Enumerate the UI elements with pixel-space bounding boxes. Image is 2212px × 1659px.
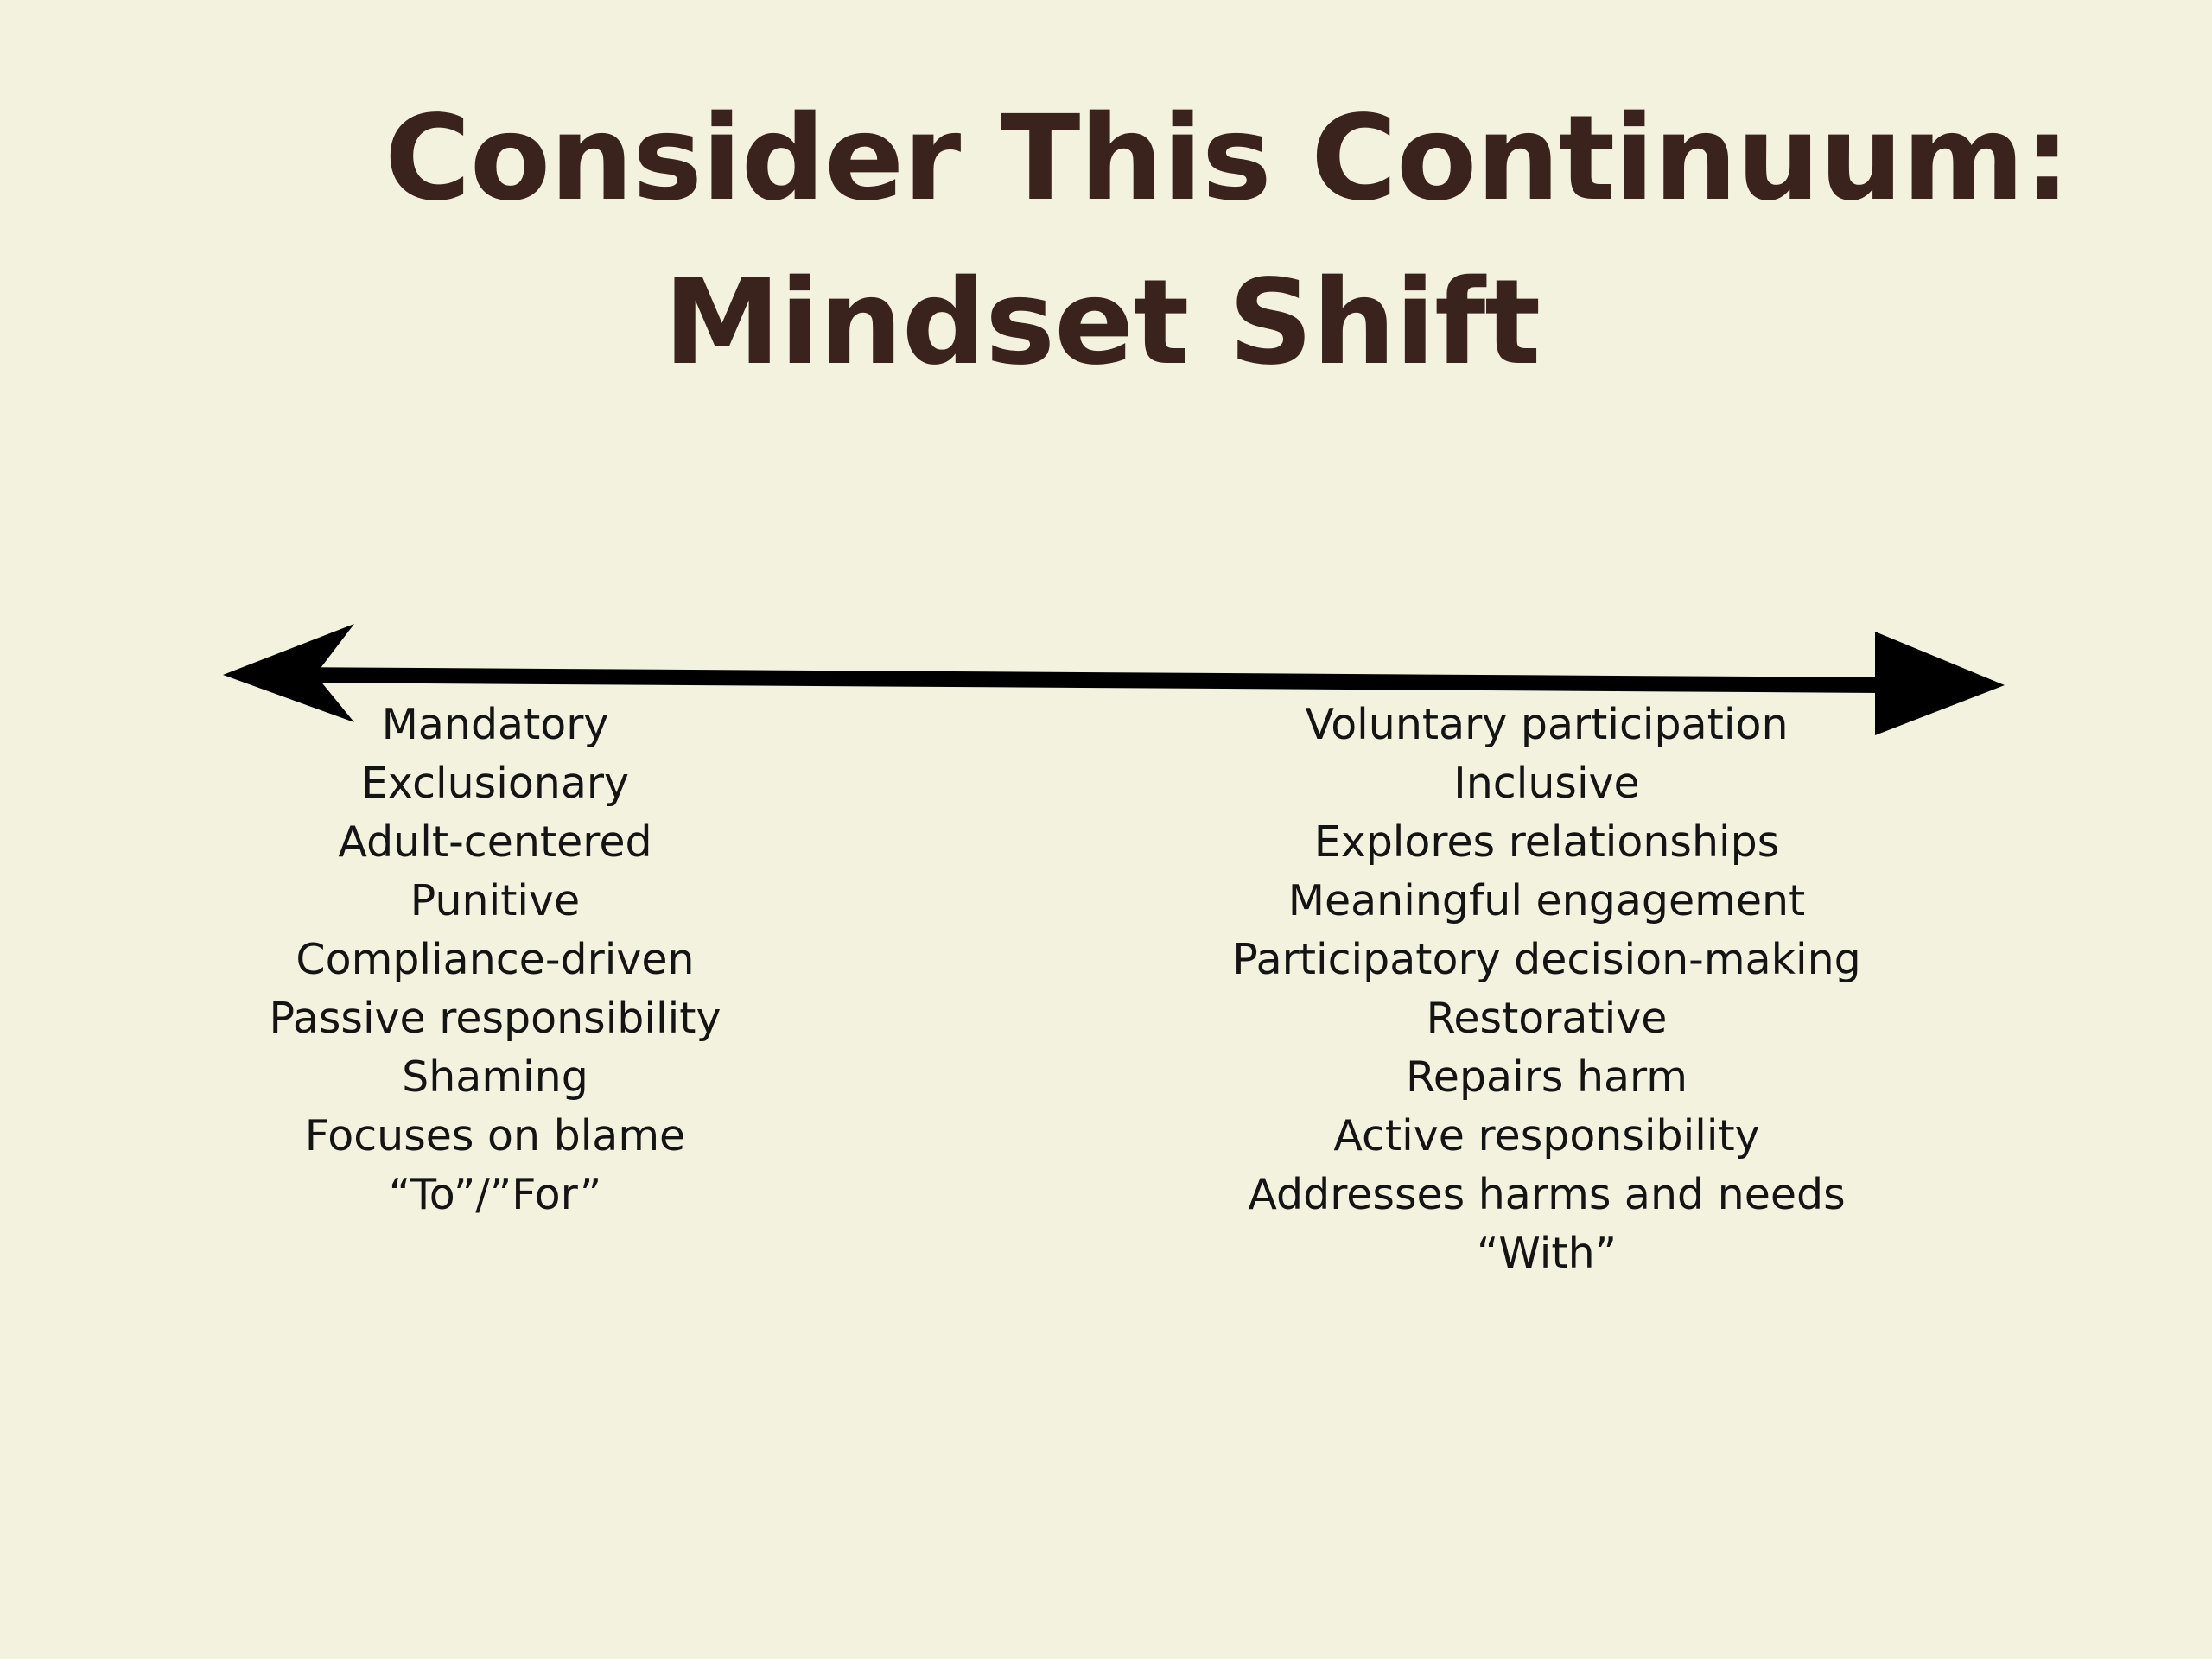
continuum-right-item: Explores relationships [1313,817,1780,867]
continuum-left-item: Exclusionary [360,759,630,808]
continuum-left-item: Passive responsibility [269,994,721,1043]
continuum-left-item: Adult-centered [338,817,652,867]
continuum-right-item: “With” [1476,1229,1618,1278]
continuum-left-item: Shaming [402,1052,588,1102]
continuum-right-item: Inclusive [1453,759,1640,808]
continuum-right-item: Participatory decision-making [1232,935,1861,984]
double-headed-arrow-icon [223,624,2005,735]
continuum-left-item: Compliance-driven [296,935,695,984]
continuum-right-item: Repairs harm [1405,1052,1688,1102]
continuum-right-item: Voluntary participation [1305,700,1789,749]
slide-title-line-2: Mindset Shift [664,255,1541,391]
continuum-right-item: Restorative [1426,994,1668,1043]
continuum-left-item: “To”/”For” [388,1170,602,1219]
slide-title-line-1: Consider This Continuum: [385,91,2070,227]
continuum-left-item: Punitive [410,876,581,925]
continuum-left-item: Mandatory [381,700,609,749]
continuum-right-item: Active responsibility [1333,1111,1760,1160]
continuum-right-item: Addresses harms and needs [1248,1170,1846,1219]
continuum-right-item: Meaningful engagement [1287,876,1806,925]
continuum-left-item: Focuses on blame [304,1111,686,1160]
